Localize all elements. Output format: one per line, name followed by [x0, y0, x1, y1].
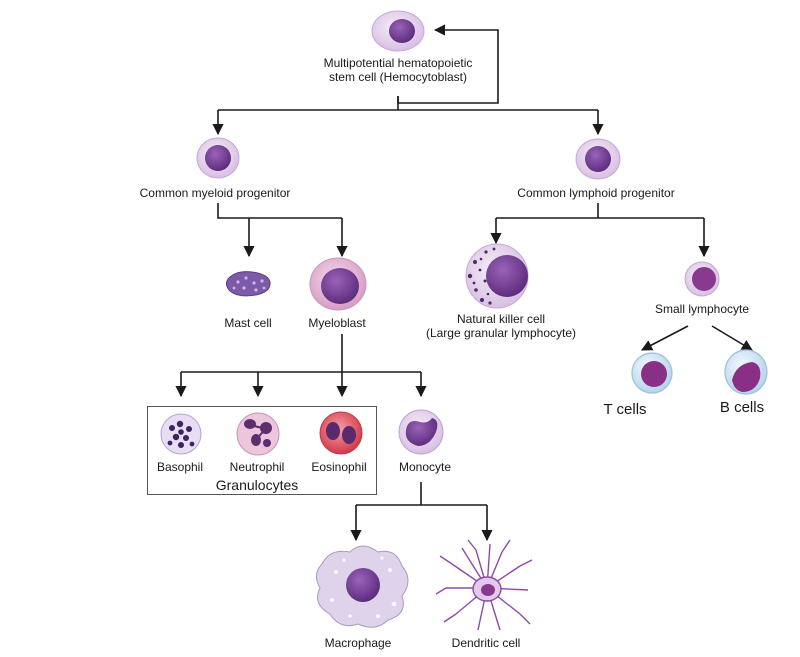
lymphoid-split-line [496, 203, 704, 219]
t-cell-image [631, 352, 673, 394]
monocyte-image [398, 409, 444, 455]
myeloid-split-line [217, 203, 342, 219]
small-lymphocyte-image [684, 261, 720, 297]
myeloid-progenitor-label: Common myeloid progenitor [139, 186, 291, 200]
myeloid-progenitor-image [196, 137, 240, 179]
macrophage-image [316, 545, 409, 628]
myeloblast-split-line [181, 334, 421, 373]
eosinophil-label: Eosinophil [311, 460, 367, 474]
neutrophil-label: Neutrophil [229, 460, 285, 474]
nk-cell-label-line2: (Large granular lymphocyte) [425, 326, 577, 340]
mast-cell-image [225, 271, 271, 297]
neutrophil-image [236, 412, 280, 456]
stem-cell-label-line1: Multipotential hematopoietic [323, 56, 473, 70]
stem-cell-label-line2: stem cell (Hemocytoblast) [328, 70, 468, 84]
stem-split-line [218, 96, 598, 111]
granulocytes-group-label: Granulocytes [215, 477, 299, 493]
monocyte-label: Monocyte [398, 460, 452, 474]
small-lymphocyte-label: Small lymphocyte [654, 302, 750, 316]
nk-cell-image [465, 243, 529, 309]
dendritic-cell-label: Dendritic cell [451, 636, 521, 650]
basophil-image [160, 413, 202, 455]
b-cells-label: B cells [719, 399, 765, 416]
stem-cell-image [371, 10, 425, 52]
t-cells-label: T cells [603, 401, 647, 418]
granulocytes-group-box [147, 406, 377, 495]
nk-cell-label-line1: Natural killer cell [456, 312, 546, 326]
mast-cell-label: Mast cell [224, 316, 272, 330]
monocyte-split-line [356, 482, 487, 506]
nk-cell-label: Natural killer cell (Large granular lymp… [426, 312, 576, 340]
stem-cell-label: Multipotential hematopoietic stem cell (… [324, 56, 473, 84]
myeloblast-label: Myeloblast [308, 316, 366, 330]
arrow-to-b-cells [711, 325, 753, 351]
lymphoid-progenitor-image [575, 138, 621, 180]
myeloblast-image [309, 257, 367, 311]
basophil-label: Basophil [156, 460, 204, 474]
lymphoid-progenitor-label: Common lymphoid progenitor [517, 186, 675, 200]
connector-lines [175, 24, 753, 542]
arrow-to-t-cells [641, 325, 689, 351]
macrophage-label: Macrophage [324, 636, 392, 650]
b-cell-image [724, 349, 768, 395]
dendritic-cell-image [435, 539, 533, 631]
eosinophil-image [319, 411, 363, 455]
